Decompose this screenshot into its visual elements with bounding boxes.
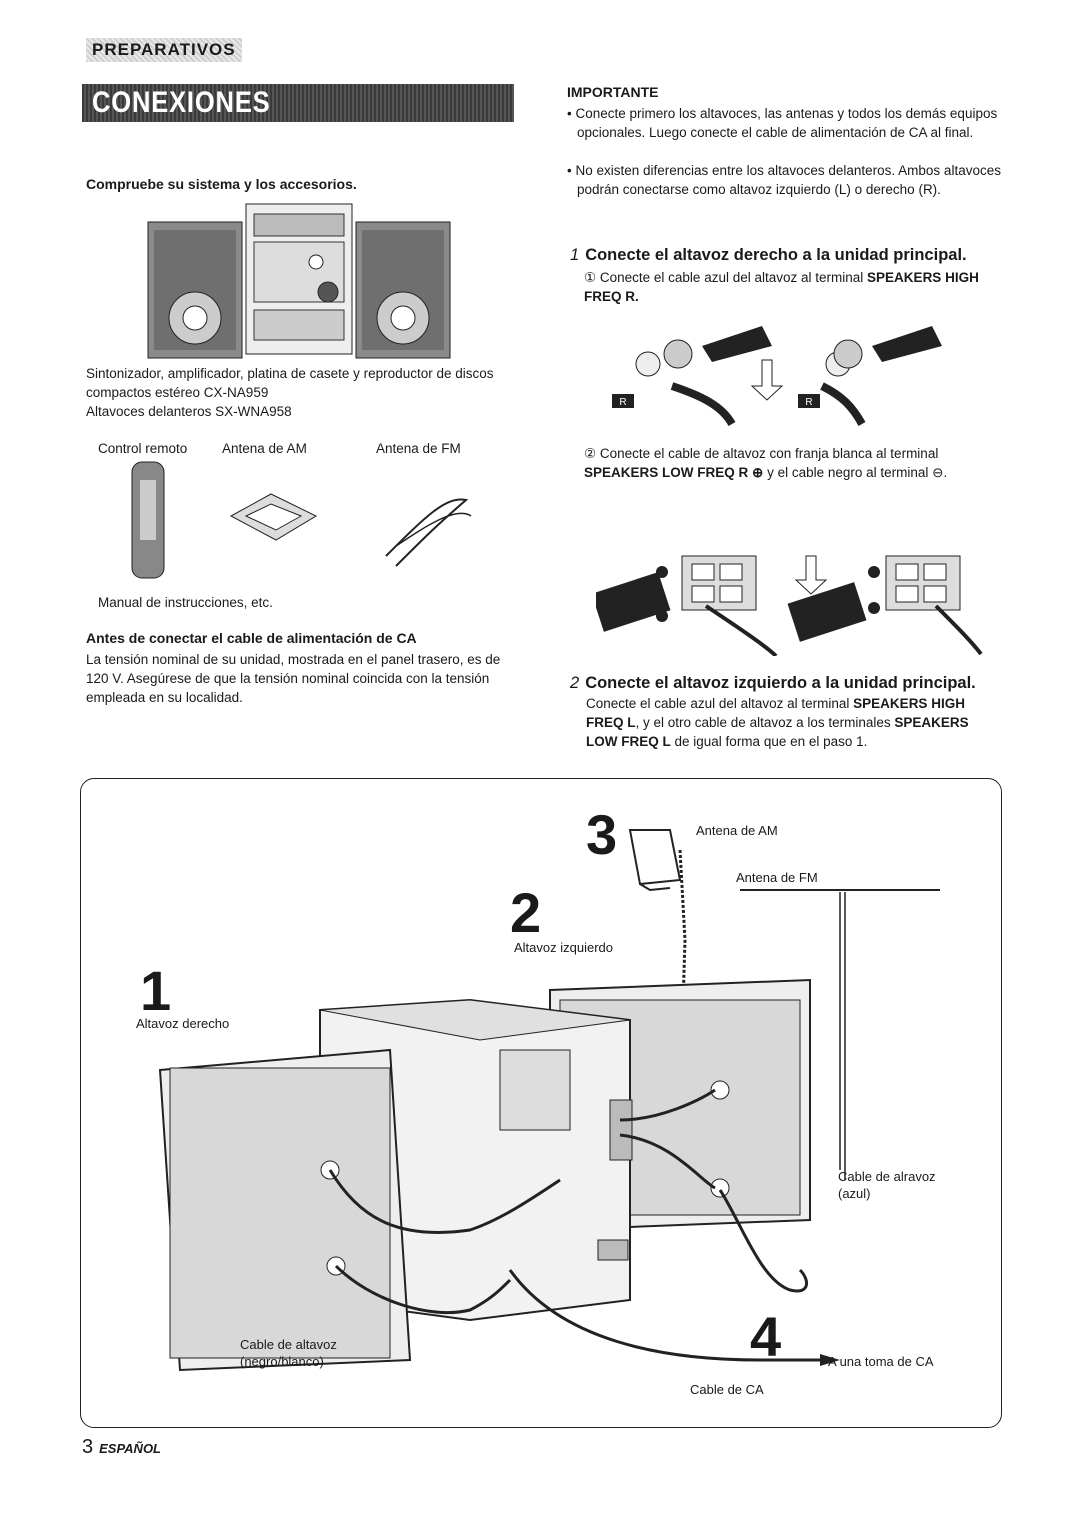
important-heading: IMPORTANTE [567, 84, 659, 100]
manual-label: Manual de instrucciones, etc. [98, 595, 273, 610]
fm-antenna-callout: Antena de FM [736, 870, 818, 885]
blue-cable-callout-2: (azul) [838, 1186, 871, 1201]
am-antenna-callout: Antena de AM [696, 823, 778, 838]
page-title: CONEXIONES [92, 86, 271, 119]
step-number-4: 4 [750, 1305, 782, 1368]
left-speaker-callout: Altavoz izquierdo [514, 940, 613, 955]
step2-bold-a: SPEAKERS HIGH FREQ L [586, 696, 965, 730]
stereo-system-illustration [147, 203, 451, 359]
high-freq-terminal-illustration: R R [612, 326, 942, 427]
step1-b-text2: y el cable negro al terminal ⊖. [767, 465, 948, 480]
step1-b-mark: ② [584, 446, 597, 461]
step-number-3: 3 [586, 803, 618, 866]
ac-heading: Antes de conectar el cable de alimentaci… [86, 630, 417, 646]
speakers-description: Altavoces delanteros SX-WNA958 [86, 404, 292, 419]
blue-cable-callout: Cable de alravoz [838, 1169, 936, 1184]
step1-title: Conecte el altavoz derecho a la unidad p… [585, 246, 967, 264]
low-freq-terminal-illustration [596, 555, 983, 656]
connection-diagram [158, 829, 940, 1372]
right-speaker-callout: Altavoz derecho [136, 1016, 230, 1031]
ac-cable-callout: Cable de CA [690, 1382, 764, 1397]
accessories-illustration [131, 461, 472, 579]
important-bullet-1: • Conecte primero los altavoces, las ant… [567, 106, 998, 140]
am-antenna-label: Antena de AM [222, 441, 307, 456]
step2-bold-b: SPEAKERS LOW FREQ L [586, 715, 969, 749]
page-number: 3 [82, 1436, 94, 1458]
ac-outlet-callout: A una toma de CA [828, 1354, 934, 1369]
step1-a-text: Conecte el cable azul del altavoz al ter… [599, 270, 864, 285]
step1-b-text1: Conecte el cable de altavoz con franja b… [599, 446, 939, 461]
fm-antenna-label: Antena de FM [376, 441, 461, 456]
step1-title-row: 1 Conecte el altavoz derecho a la unidad … [570, 246, 967, 265]
page-title-bar: CONEXIONES [82, 84, 514, 122]
step1-b-bold: SPEAKERS LOW FREQ R ⊕ [584, 465, 764, 480]
r-tag-2: R [805, 397, 812, 408]
step1-a-mark: ① [584, 270, 597, 285]
important-bullet-2: • No existen diferencias entre los altav… [567, 163, 1001, 197]
system-description: Sintonizador, amplificador, platina de c… [86, 366, 494, 400]
step1-b: ② Conecte el cable de altavoz con franja… [584, 444, 1002, 482]
ac-text: La tensión nominal de su unidad, mostrad… [86, 652, 501, 705]
important-text-1: Conecte primero los altavoces, las anten… [575, 106, 998, 140]
step2-text-c: de igual forma que en el paso 1. [674, 734, 868, 749]
step-number-1: 1 [140, 959, 172, 1022]
language-label: ESPAÑOL [99, 1441, 162, 1456]
page-footer: 3 ESPAÑOL [82, 1436, 161, 1459]
r-tag-1: R [619, 397, 626, 408]
speaker-cable-callout: Cable de altavoz [240, 1337, 337, 1352]
step1-a: ① Conecte el cable azul del altavoz al t… [584, 268, 1002, 306]
remote-label: Control remoto [98, 441, 188, 456]
step2-title-row: 2 Conecte el altavoz izquierdo a la unida… [570, 674, 976, 693]
step1-a-bold: SPEAKERS HIGH FREQ R. [584, 270, 979, 304]
speaker-cable-callout-2: (negro/blanco) [240, 1354, 324, 1369]
step-number-2: 2 [510, 881, 542, 944]
step2-text: Conecte el cable azul del altavoz al ter… [586, 694, 1002, 751]
step1-number: 1 [570, 246, 580, 264]
check-heading: Compruebe su sistema y los accesorios. [86, 176, 357, 192]
step2-number: 2 [570, 674, 580, 692]
connection-diagram-frame [80, 778, 1002, 1428]
section-label: PREPARATIVOS [86, 38, 242, 62]
step2-title: Conecte el altavoz izquierdo a la unidad… [585, 674, 976, 692]
important-text-2: No existen diferencias entre los altavoc… [575, 163, 1001, 197]
step2-text-a: Conecte el cable azul del altavoz al ter… [586, 696, 850, 711]
step2-text-b: , y el otro cable de altavoz a los termi… [635, 715, 891, 730]
